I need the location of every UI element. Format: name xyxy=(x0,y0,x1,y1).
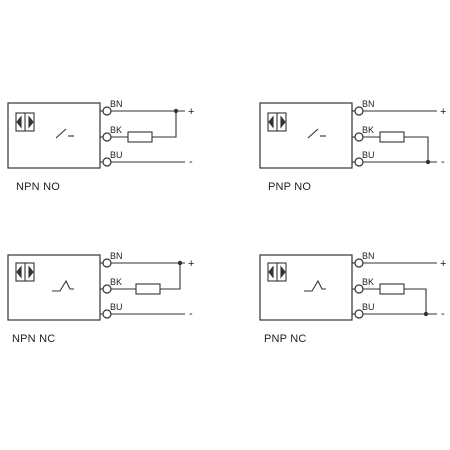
plus-label: + xyxy=(188,258,194,270)
load-resistor xyxy=(135,283,161,295)
diagram-caption: NPN NC xyxy=(12,333,55,345)
minus-label: - xyxy=(189,308,193,320)
load-resistor xyxy=(379,283,405,295)
plus-label: + xyxy=(188,106,194,118)
minus-label: - xyxy=(441,308,445,320)
sensor-face-icon xyxy=(267,262,287,282)
plus-label: + xyxy=(440,106,446,118)
diagram-pnp-no: BN BK BU + - PNP NO xyxy=(259,99,446,193)
load-resistor xyxy=(127,131,153,143)
diagram-caption: NPN NO xyxy=(16,181,60,193)
wire-label-bu: BU xyxy=(362,150,375,160)
wire-label-bn: BN xyxy=(110,99,123,109)
load-wire xyxy=(160,263,181,290)
plus-label: + xyxy=(440,258,446,270)
sensor-body xyxy=(7,254,101,321)
switch-no-icon xyxy=(307,128,326,139)
sensor-face-icon xyxy=(15,262,35,282)
diagram-npn-nc: BN BK BU + - NPN NC xyxy=(7,251,194,345)
diagram-npn-no: BN BK BU + - NPN NO xyxy=(7,99,194,193)
load-resistor xyxy=(379,131,405,143)
switch-nc-icon xyxy=(52,279,74,292)
wire-label-bk: BK xyxy=(110,277,122,287)
minus-label: - xyxy=(441,156,445,168)
sensor-body xyxy=(259,254,353,321)
diagram-caption: PNP NC xyxy=(264,333,307,345)
wire-label-bn: BN xyxy=(362,99,375,109)
load-wire xyxy=(404,136,429,162)
sensor-body xyxy=(259,102,353,169)
wire-label-bn: BN xyxy=(110,251,123,261)
wire-label-bu: BU xyxy=(110,302,123,312)
wire-label-bn: BN xyxy=(362,251,375,261)
load-wire xyxy=(152,111,177,138)
wire-label-bu: BU xyxy=(362,302,375,312)
switch-no-icon xyxy=(55,128,74,139)
load-wire xyxy=(404,288,427,314)
wire-label-bk: BK xyxy=(362,125,374,135)
switch-nc-icon xyxy=(304,279,326,292)
wire-label-bu: BU xyxy=(110,150,123,160)
junction-dot xyxy=(177,260,183,266)
sensor-face-icon xyxy=(15,112,35,132)
sensor-body xyxy=(7,102,101,169)
sensor-face-icon xyxy=(267,112,287,132)
junction-dot xyxy=(173,108,179,114)
wire-label-bk: BK xyxy=(110,125,122,135)
wire-label-bk: BK xyxy=(362,277,374,287)
minus-label: - xyxy=(189,156,193,168)
diagram-caption: PNP NO xyxy=(268,181,311,193)
diagram-pnp-nc: BN BK BU + - PNP NC xyxy=(259,251,446,345)
